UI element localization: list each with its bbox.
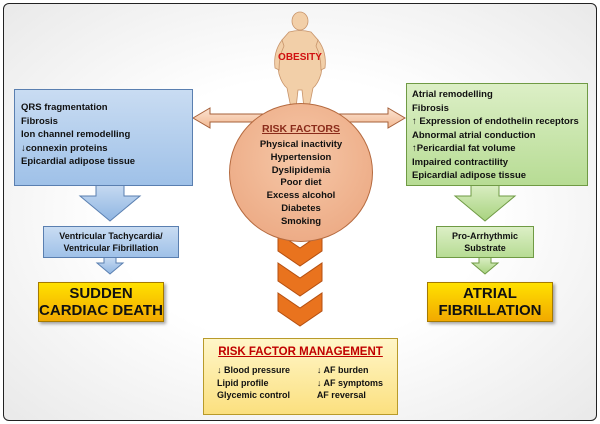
obesity-label: OBESITY <box>278 52 322 63</box>
ventricular-arrhythmia-box: Ventricular Tachycardia/ Ventricular Fib… <box>43 226 179 258</box>
pro-arrhythmic-line-1: Pro-Arrhythmic <box>451 231 518 241</box>
atrial-mechanism-item: Atrial remodelling <box>412 89 493 100</box>
risk-factor-item: Excess alcohol <box>266 190 336 202</box>
risk-factor-item: Hypertension <box>270 151 332 163</box>
ventricular-mechanism-item: QRS fragmentation <box>21 102 108 113</box>
af-line-2: FIBRILLATION <box>438 302 542 319</box>
chevron-2 <box>277 262 323 297</box>
risk-factor-item: Dyslipidemia <box>271 164 331 176</box>
scd-line-2: CARDIAC DEATH <box>39 302 163 319</box>
risk-factors-title: RISK FACTORS <box>262 123 340 135</box>
management-column-2: ↓ AF burden ↓ AF symptoms AF reversal <box>317 364 383 402</box>
sudden-cardiac-death-box: SUDDEN CARDIAC DEATH <box>38 282 164 322</box>
atrial-mechanism-item: Abnormal atrial conduction <box>412 129 536 141</box>
right-down-arrow <box>453 182 517 222</box>
pro-arrhythmic-line-2: Substrate <box>464 243 506 253</box>
management-item: ↓ AF symptoms <box>316 377 383 388</box>
scd-line-1: SUDDEN <box>69 285 133 302</box>
risk-factor-item: Poor diet <box>280 177 322 189</box>
left-small-arrow <box>95 256 125 275</box>
ventricular-arrhythmia-line-1: Ventricular Tachycardia/ <box>59 231 163 241</box>
risk-factor-item: Diabetes <box>281 202 321 214</box>
management-item: Lipid profile <box>217 377 269 388</box>
management-title: RISK FACTOR MANAGEMENT <box>218 346 383 358</box>
obese-person-figure <box>274 11 326 109</box>
ventricular-mechanism-item: ↓connexin proteins <box>21 142 108 154</box>
risk-factor-item: Physical inactivity <box>259 139 343 150</box>
atrial-mechanism-item: ↑ Expression of endothelin receptors <box>412 116 579 127</box>
atrial-mechanism-item: Impaired contractility <box>412 156 509 168</box>
ventricular-mechanism-item: Fibrosis <box>21 115 58 127</box>
ventricular-mechanism-item: Epicardial adipose tissue <box>21 156 136 167</box>
chevron-arrows <box>277 232 323 327</box>
left-down-arrow <box>78 182 142 222</box>
management-item: Glycemic control <box>217 390 291 400</box>
management-item: ↓ Blood pressure <box>217 365 291 375</box>
management-item: ↓ AF burden <box>316 365 369 375</box>
atrial-mechanism-item: Fibrosis <box>412 102 449 114</box>
atrial-mechanism-item: Epicardial adipose tissue <box>412 170 527 181</box>
right-small-arrow <box>470 256 500 275</box>
chevron-3 <box>277 292 323 327</box>
pro-arrhythmic-substrate-box: Pro-Arrhythmic Substrate <box>436 226 534 258</box>
management-item: AF reversal <box>316 390 366 400</box>
af-line-1: ATRIAL <box>463 285 517 302</box>
atrial-fibrillation-box: ATRIAL FIBRILLATION <box>427 282 553 322</box>
ventricular-mechanism-item: Ion channel remodelling <box>21 129 131 140</box>
atrial-mechanism-item: ↑Pericardial fat volume <box>412 143 516 154</box>
risk-factor-item: Smoking <box>280 215 322 227</box>
ventricular-arrhythmia-line-2: Ventricular Fibrillation <box>63 243 159 253</box>
